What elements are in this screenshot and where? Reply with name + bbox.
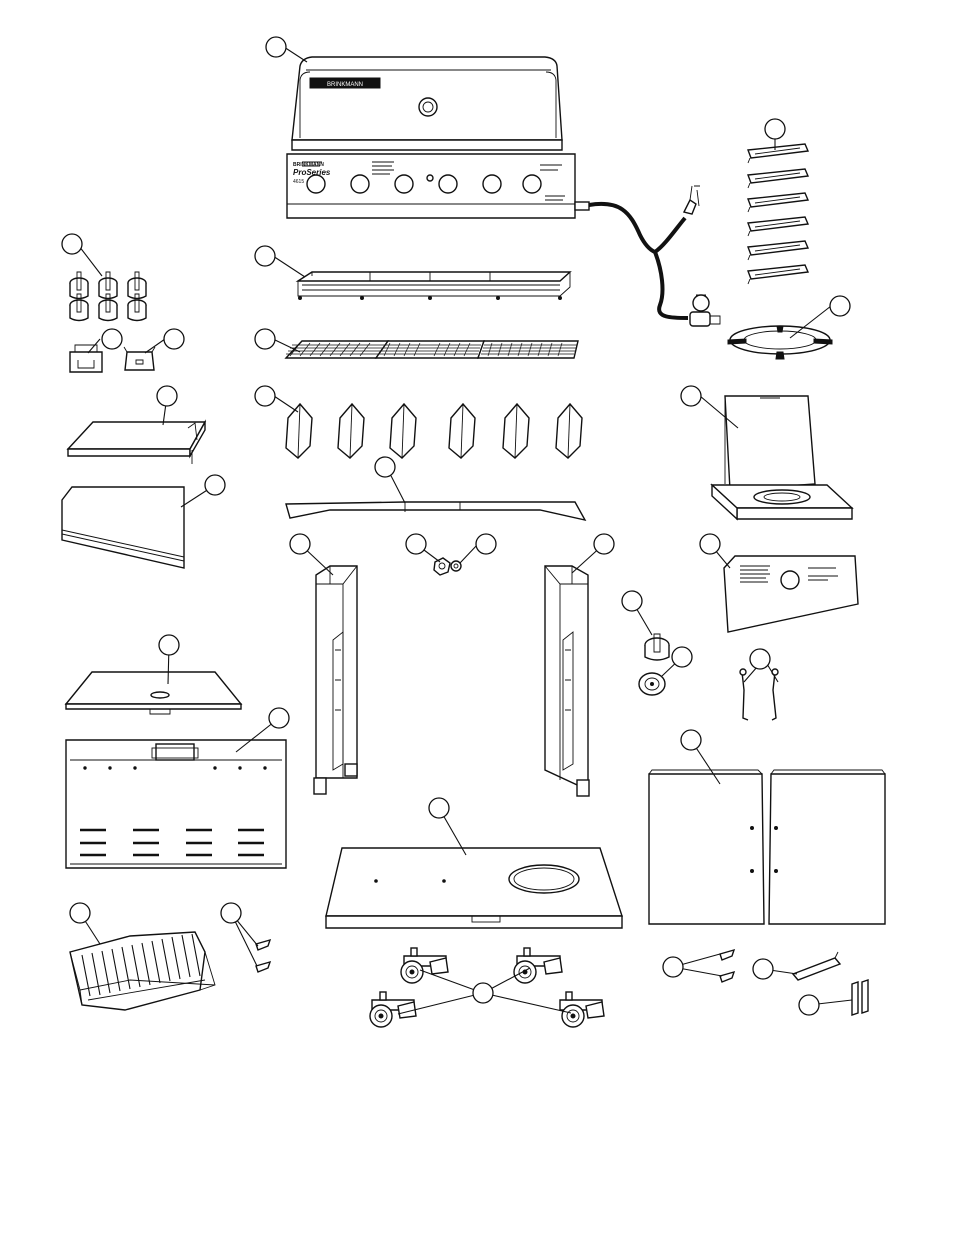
callout-circle bbox=[255, 246, 275, 266]
callout-circle bbox=[255, 386, 275, 406]
heat-tents bbox=[286, 404, 582, 458]
callout-circle bbox=[830, 296, 850, 316]
gas-hose-regulator bbox=[575, 186, 720, 326]
heat-tent bbox=[449, 404, 475, 458]
front-cross-brace bbox=[286, 502, 585, 520]
burner-tube bbox=[748, 169, 808, 188]
callout-circle bbox=[476, 534, 496, 554]
callout-circle bbox=[799, 995, 819, 1015]
handle-bracket bbox=[70, 345, 102, 372]
warming-rack bbox=[298, 272, 570, 300]
knob-bezel bbox=[639, 673, 665, 695]
callout-circle bbox=[681, 730, 701, 750]
callout-circle bbox=[672, 647, 692, 667]
callout-circle bbox=[62, 234, 82, 254]
panel-knob-icon bbox=[523, 175, 541, 193]
heat-tent bbox=[286, 404, 312, 458]
heat-tent bbox=[556, 404, 582, 458]
door-bracket bbox=[793, 952, 840, 980]
panel-model-label: 4615 bbox=[293, 179, 304, 185]
control-knobs bbox=[70, 272, 146, 321]
side-burner-knob-icon bbox=[781, 571, 799, 589]
left-side-shelf bbox=[68, 422, 205, 464]
callout-circle bbox=[700, 534, 720, 554]
cart-doors bbox=[649, 770, 885, 924]
callout-circle bbox=[255, 329, 275, 349]
callout-circle bbox=[406, 534, 426, 554]
burner-tube bbox=[748, 193, 808, 212]
side-burner-grate bbox=[728, 326, 832, 359]
igniter-wires bbox=[740, 669, 778, 720]
callout-circle bbox=[266, 37, 286, 57]
burner-tubes bbox=[748, 144, 808, 284]
right-cart-leg bbox=[545, 566, 589, 796]
burner-tube bbox=[748, 265, 808, 284]
callout-circle bbox=[269, 708, 289, 728]
knob-icon bbox=[70, 272, 88, 299]
side-burner-assembly bbox=[712, 396, 852, 519]
rear-panel bbox=[66, 740, 286, 868]
callout-circle bbox=[681, 386, 701, 406]
caster-wheel bbox=[514, 948, 562, 983]
basket-brackets bbox=[256, 940, 270, 972]
panel-knob-icon bbox=[483, 175, 501, 193]
callout-circle bbox=[70, 903, 90, 923]
cooking-grates bbox=[286, 341, 578, 358]
thermometer-icon bbox=[419, 98, 437, 116]
heat-tent bbox=[390, 404, 416, 458]
mounting-clip bbox=[124, 347, 155, 370]
panel-knob-icon bbox=[307, 175, 325, 193]
panel-knob-icon bbox=[439, 175, 457, 193]
callout-circle bbox=[663, 957, 683, 977]
left-cart-leg bbox=[314, 566, 357, 794]
burner-tube bbox=[748, 144, 808, 163]
caster-wheel bbox=[370, 992, 416, 1027]
side-burner-control-panel bbox=[724, 556, 858, 632]
burner-tube bbox=[748, 217, 808, 236]
callout-circle bbox=[205, 475, 225, 495]
callout-circle bbox=[594, 534, 614, 554]
burner-tube bbox=[748, 241, 808, 260]
caster-wheel bbox=[560, 992, 604, 1027]
callout-circle bbox=[750, 649, 770, 669]
door-magnet-bracket bbox=[852, 980, 868, 1015]
storage-basket bbox=[70, 932, 215, 1010]
heat-tent bbox=[503, 404, 529, 458]
callout-circle bbox=[221, 903, 241, 923]
bottom-shelf bbox=[326, 848, 622, 928]
callout-circle bbox=[429, 798, 449, 818]
callout-circle bbox=[159, 635, 179, 655]
callout-circle bbox=[473, 983, 493, 1003]
callout-circle bbox=[102, 329, 122, 349]
callout-circle bbox=[765, 119, 785, 139]
door-hinges bbox=[720, 950, 734, 982]
callout-circle bbox=[622, 591, 642, 611]
callout-circle bbox=[290, 534, 310, 554]
knob-icon bbox=[128, 272, 146, 299]
callout-circle bbox=[753, 959, 773, 979]
heat-tent bbox=[338, 404, 364, 458]
callout-circle bbox=[375, 457, 395, 477]
hood-brand-label: BRINKMANN bbox=[327, 82, 363, 88]
panel-knob-icon bbox=[395, 175, 413, 193]
grill-hood: BRINKMANN bbox=[292, 57, 562, 150]
callout-circle bbox=[157, 386, 177, 406]
side-burner-knob bbox=[645, 634, 669, 660]
left-side-panel bbox=[62, 487, 184, 568]
callout-circle bbox=[164, 329, 184, 349]
igniter-icon bbox=[427, 175, 433, 181]
grease-tray bbox=[66, 672, 241, 714]
grill-control-panel: BRINKMANN ProSeries 4615 bbox=[287, 154, 575, 218]
panel-knob-icon bbox=[351, 175, 369, 193]
